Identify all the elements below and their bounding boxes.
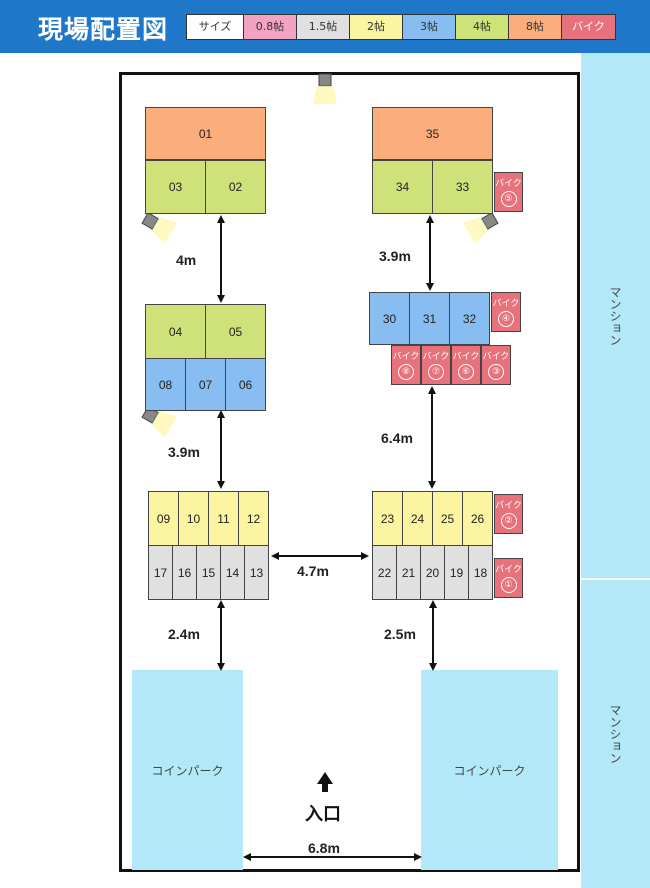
bike-number: ⑥ [458, 363, 474, 380]
distance-label: 4m [176, 252, 197, 268]
bike-number: ⑦ [428, 363, 444, 380]
storage-unit-21[interactable]: 21 [396, 545, 421, 600]
bike-label: バイク [482, 351, 510, 362]
bike-number: ① [500, 576, 517, 593]
mansion-label: マンション [608, 285, 622, 346]
storage-unit-23[interactable]: 23 [372, 491, 403, 546]
storage-unit-03[interactable]: 03 [145, 160, 206, 214]
entrance-arrow [317, 772, 333, 792]
bike-slot-3[interactable]: バイク ③ [481, 345, 511, 385]
entrance-label: 入口 [305, 804, 341, 825]
legend-item-2: 2帖 [350, 15, 403, 39]
site-boundary [119, 72, 580, 872]
storage-unit-09[interactable]: 09 [148, 491, 179, 546]
storage-unit-24[interactable]: 24 [402, 491, 433, 546]
bike-label: バイク [495, 500, 522, 511]
legend-item-8: 8帖 [509, 15, 562, 39]
bike-slot-2[interactable]: バイク ② [494, 494, 523, 534]
bike-number: ⑧ [398, 363, 414, 380]
storage-unit-05[interactable]: 05 [205, 304, 266, 359]
bike-label: バイク [392, 351, 420, 362]
legend-item-0.8: 0.8帖 [244, 15, 297, 39]
bike-slot-7[interactable]: バイク ⑦ [421, 345, 451, 385]
distance-label: 3.9m [379, 248, 411, 264]
storage-unit-35[interactable]: 35 [372, 107, 493, 160]
bike-label: バイク [492, 298, 520, 309]
distance-label: 3.9m [168, 444, 200, 460]
storage-unit-07[interactable]: 07 [185, 358, 226, 411]
legend-item-3: 3帖 [403, 15, 456, 39]
bike-slot-6[interactable]: バイク ⑥ [451, 345, 481, 385]
mansion-divider [581, 578, 650, 580]
distance-label: 6.8m [308, 840, 340, 856]
storage-unit-19[interactable]: 19 [444, 545, 469, 600]
storage-unit-12[interactable]: 12 [238, 491, 269, 546]
mansion-top: マンション [581, 53, 650, 578]
light-icon [462, 212, 499, 244]
storage-unit-20[interactable]: 20 [420, 545, 445, 600]
mansion-label: マンション [608, 704, 622, 764]
legend-item-size: サイズ [187, 15, 244, 39]
storage-unit-04[interactable]: 04 [145, 304, 206, 359]
size-legend: サイズ 0.8帖 1.5帖 2帖 3帖 4帖 8帖 バイク [186, 14, 616, 40]
storage-unit-14[interactable]: 14 [220, 545, 245, 600]
bike-label: バイク [422, 351, 450, 362]
distance-label: 6.4m [381, 430, 413, 446]
legend-item-1.5: 1.5帖 [297, 15, 350, 39]
storage-unit-06[interactable]: 06 [225, 358, 266, 411]
storage-unit-30[interactable]: 30 [369, 292, 410, 345]
storage-unit-16[interactable]: 16 [172, 545, 197, 600]
storage-unit-31[interactable]: 31 [409, 292, 450, 345]
bike-number: ④ [498, 310, 514, 327]
page-title: 現場配置図 [38, 15, 169, 44]
storage-unit-13[interactable]: 13 [244, 545, 269, 600]
storage-unit-01[interactable]: 01 [145, 107, 266, 160]
bike-label: バイク [452, 351, 480, 362]
storage-unit-26[interactable]: 26 [462, 491, 493, 546]
distance-label: 4.7m [297, 563, 329, 579]
storage-unit-22[interactable]: 22 [372, 545, 397, 600]
storage-unit-32[interactable]: 32 [449, 292, 490, 345]
storage-unit-02[interactable]: 02 [205, 160, 266, 214]
storage-unit-11[interactable]: 11 [208, 491, 239, 546]
coin-park-right: コインパーク [421, 670, 558, 870]
coin-park-left: コインパーク [132, 670, 243, 870]
distance-label: 2.4m [168, 626, 200, 642]
storage-unit-18[interactable]: 18 [468, 545, 493, 600]
bike-number: ③ [488, 363, 504, 380]
bike-slot-1[interactable]: バイク ① [494, 558, 523, 598]
storage-unit-34[interactable]: 34 [372, 160, 433, 214]
bike-number: ⑤ [500, 190, 517, 207]
storage-unit-33[interactable]: 33 [432, 160, 493, 214]
light-icon [141, 212, 178, 244]
storage-unit-15[interactable]: 15 [196, 545, 221, 600]
bike-slot-4[interactable]: バイク ④ [491, 292, 521, 332]
legend-item-4: 4帖 [456, 15, 509, 39]
storage-unit-17[interactable]: 17 [148, 545, 173, 600]
bike-slot-8[interactable]: バイク ⑧ [391, 345, 421, 385]
light-icon [313, 73, 337, 104]
storage-unit-10[interactable]: 10 [178, 491, 209, 546]
bike-label: バイク [495, 178, 522, 189]
bike-slot-5[interactable]: バイク ⑤ [494, 172, 523, 212]
bike-label: バイク [495, 564, 522, 575]
storage-unit-08[interactable]: 08 [145, 358, 186, 411]
legend-item-bike: バイク [562, 15, 615, 39]
distance-label: 2.5m [384, 626, 416, 642]
storage-unit-25[interactable]: 25 [432, 491, 463, 546]
header-bar: 現場配置図 サイズ 0.8帖 1.5帖 2帖 3帖 4帖 8帖 バイク [0, 0, 650, 53]
mansion-bottom: マンション [581, 580, 650, 888]
bike-number: ② [500, 512, 517, 529]
